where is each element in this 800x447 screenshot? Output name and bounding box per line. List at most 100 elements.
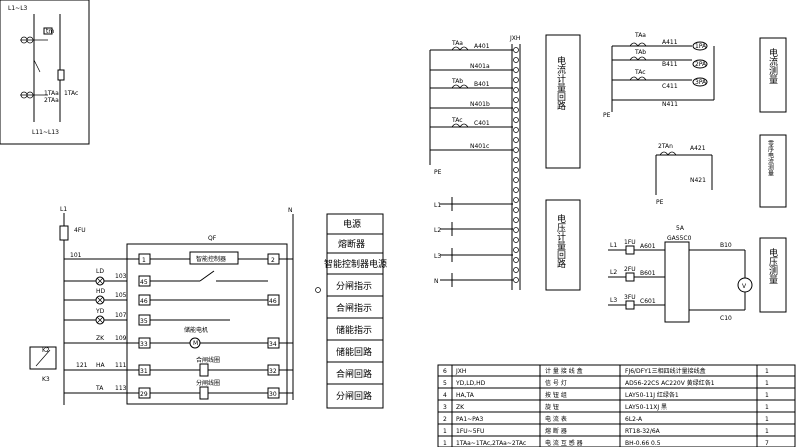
- bom-name: 电 流 互 感 器: [545, 439, 583, 447]
- ammeter: 3PA: [695, 79, 707, 86]
- current-measure-title: 电流测量: [767, 47, 778, 84]
- terminal-left: 1: [142, 257, 146, 264]
- terminal-left: 31: [140, 368, 148, 375]
- bus-n-label: N: [288, 207, 293, 214]
- wire-ta-num: 113: [115, 385, 127, 392]
- jxh-label: JXH: [509, 35, 520, 42]
- vm-line: L2: [610, 269, 617, 276]
- relay-k3-label: K3: [42, 376, 50, 383]
- fuse-4fu-label: 4FU: [74, 227, 86, 234]
- voltmeter-label: V: [742, 283, 747, 290]
- bom-no: 6: [443, 368, 447, 375]
- table-row: 2 PA1~PA3 电 流 表 6L2-A 1: [443, 415, 769, 423]
- mini-top-label: L1~L3: [8, 5, 28, 12]
- bom-spec: AD56-22CS AC220V 黄绿红各1: [625, 379, 715, 387]
- bom-name: 旋 钮: [545, 403, 559, 411]
- cm-wire: B411: [662, 61, 678, 68]
- table-row: 3 ZK 旋 钮 LAY50-11XJ 黑 1: [443, 403, 769, 411]
- bom-qty: 1: [765, 368, 769, 375]
- bom-no: 3: [443, 404, 447, 411]
- bom-qty: 7: [765, 440, 769, 447]
- n-wire: N401b: [470, 101, 490, 108]
- cm-wire: N411: [662, 101, 678, 108]
- vm-line: L3: [610, 297, 617, 304]
- vm-out: B10: [720, 242, 732, 249]
- vm-line: L1: [610, 242, 617, 249]
- vm-out: C10: [720, 315, 732, 322]
- open-coil: [199, 386, 209, 400]
- bom-qty: 1: [765, 428, 769, 435]
- cm-wire: A411: [662, 39, 678, 46]
- wire-ta-label: TA: [95, 385, 104, 392]
- terminals-right: 2 46 34 32 30: [267, 253, 280, 399]
- table-row: 4 HA,TA 按 钮 组 LAY50-11J 红绿各1 1: [443, 391, 769, 399]
- terminal-right: 46: [269, 298, 277, 305]
- bom-code: HA,TA: [456, 392, 475, 399]
- bom-no: 2: [443, 416, 447, 423]
- zero-seq-title: 零序电流测量: [767, 140, 774, 177]
- vm-fuse: 2FU: [624, 266, 636, 273]
- motor-tag: M: [193, 340, 198, 347]
- intelligent-controller-label: 智能控制器: [196, 255, 226, 263]
- bom-table: 6 JXH 计 量 接 线 盒 FJ6/DFY1三相四线计量接线盒 1 5 YD…: [437, 364, 796, 447]
- cm-wire: C411: [662, 83, 678, 90]
- bom-qty: 1: [765, 380, 769, 387]
- terminal-left: 46: [140, 298, 148, 305]
- mini-bottom-label: L11~L13: [32, 129, 59, 136]
- bom-qty: 1: [765, 404, 769, 411]
- bom-name: 信 号 灯: [545, 379, 567, 387]
- current-measure-box: [759, 37, 787, 113]
- lamp-ld-num: 103: [115, 273, 127, 280]
- close-coil: [199, 363, 209, 377]
- qf-label: QF: [208, 235, 217, 242]
- bom-spec: LAY50-11XJ 黑: [625, 404, 667, 411]
- zero-seq-box: [759, 134, 787, 208]
- zs-wire2: N421: [690, 177, 706, 184]
- bom-spec: FJ6/DFY1三相四线计量接线盒: [625, 367, 706, 375]
- lamp-ld-label: LD: [96, 268, 104, 275]
- table-row: 1 1FU~5FU 熔 断 器 RT18-32/6A 1: [443, 427, 769, 435]
- n-wire: N401c: [470, 143, 489, 150]
- voltage-measure-box: [759, 237, 787, 313]
- vm-wire: B601: [640, 270, 656, 277]
- ct-tag: TAc: [634, 69, 646, 76]
- metering-pe-label: PE: [434, 169, 442, 176]
- current-measurement: TAa TAb TAc A411 B411 C411 N411 1PA 2PA …: [603, 32, 787, 119]
- ct-tag: TAb: [451, 78, 463, 85]
- bus-l1-label: L1: [60, 206, 67, 213]
- bom-spec: BH-0.66 0.5: [625, 440, 661, 447]
- bom-no: 4: [443, 392, 447, 399]
- table-row: 6 JXH 计 量 接 线 盒 FJ6/DFY1三相四线计量接线盒 1: [443, 367, 769, 375]
- zs-pe-label: PE: [656, 199, 664, 206]
- terminal-right: 32: [269, 368, 277, 375]
- table-row: 1 1TAa~1TAc,2TAa~2TAc 电 流 互 感 器 BH-0.66 …: [443, 439, 769, 447]
- voltage-measure-title: 电压测量: [767, 247, 778, 284]
- motor-label: 储能电机: [184, 326, 208, 334]
- voltage-metering-title: 电压计量回路: [555, 213, 566, 269]
- metering-circuit: JXH TAa TAb TAc A401 B401 C401 N401a N40…: [429, 34, 581, 291]
- zs-tag: 2TAn: [658, 143, 673, 150]
- vm-wire: A601: [640, 243, 656, 250]
- bom-code: 1TAa~1TAc,2TAa~2TAc: [456, 440, 526, 447]
- bom-name: 计 量 接 线 盒: [545, 367, 583, 375]
- current-metering-box: [545, 34, 581, 169]
- line-label: L1: [434, 202, 441, 209]
- bom-name: 电 流 表: [545, 415, 567, 423]
- ct-wire: B401: [474, 81, 490, 88]
- wire-ha-label: HA: [96, 362, 106, 369]
- terminal-right: 34: [269, 341, 277, 348]
- vm-fuse: 3FU: [624, 294, 636, 301]
- legend-item: 熔断器: [338, 238, 365, 250]
- wire-zk-label: ZK: [96, 335, 105, 342]
- ct-wire: A401: [474, 43, 490, 50]
- terminal-left: 29: [140, 391, 148, 398]
- mini-taa-label: 1TAa: [44, 90, 59, 97]
- fuse-4fu: [59, 225, 69, 241]
- close-coil-label: 合闸线圈: [196, 356, 220, 364]
- line-label: L2: [434, 227, 441, 234]
- zs-wire1: A421: [690, 145, 706, 152]
- terminal-right: 30: [269, 391, 277, 398]
- legend-item: 智能控制器电源: [324, 258, 387, 270]
- motor-symbol: [189, 337, 201, 349]
